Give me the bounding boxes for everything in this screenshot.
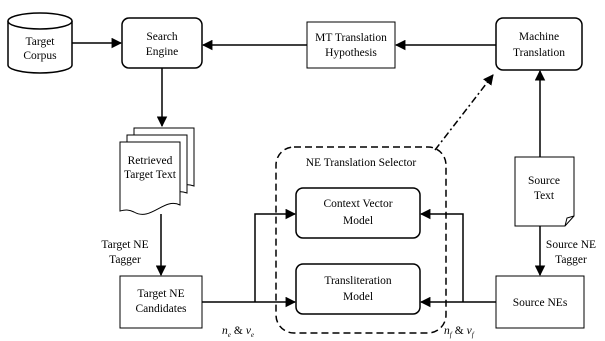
target-n-var: n bbox=[222, 325, 228, 337]
source-nes-box bbox=[495, 275, 585, 329]
source-v-sub: f bbox=[472, 331, 475, 339]
source-n-var: n bbox=[444, 325, 450, 337]
target-tagger-label: Target NE Tagger bbox=[101, 239, 148, 266]
source-v-var: v bbox=[467, 325, 473, 337]
target-corpus-node: Target Corpus bbox=[7, 12, 73, 74]
source-nes-node: Source NEs bbox=[495, 275, 585, 329]
context-vector-box bbox=[295, 187, 421, 239]
target-tagger-line2: Tagger bbox=[109, 254, 141, 266]
edges bbox=[72, 37, 546, 308]
edge-nes-to-context bbox=[419, 208, 464, 302]
edge-candidates-to-context bbox=[254, 208, 297, 302]
retrieved-text-node: Retrieved Target Text bbox=[119, 127, 195, 215]
mt-hypothesis-line1: MT Translation bbox=[315, 32, 387, 44]
source-text-page bbox=[514, 156, 575, 227]
target-candidates-node: Target NE Candidates bbox=[119, 275, 203, 329]
machine-translation-box bbox=[495, 17, 583, 71]
transliteration-node: Transliteration Model bbox=[295, 263, 421, 315]
machine-translation-line2: Translation bbox=[513, 47, 565, 59]
source-amp: & bbox=[455, 325, 464, 337]
context-vector-line2: Model bbox=[343, 215, 373, 227]
target-v-sub: e bbox=[251, 331, 254, 339]
source-tagger-line1: Source NE bbox=[546, 239, 596, 251]
context-vector-node: Context Vector Model bbox=[295, 187, 421, 239]
target-v-var: v bbox=[246, 325, 252, 337]
context-vector-line1: Context Vector bbox=[323, 198, 392, 210]
retrieved-text-page-front bbox=[119, 141, 181, 215]
target-corpus-line2: Corpus bbox=[23, 50, 57, 62]
target-n-sub: e bbox=[228, 331, 231, 339]
retrieved-text-line2: Target Text bbox=[124, 169, 177, 181]
mt-hypothesis-line2: Hypothesis bbox=[325, 47, 377, 59]
machine-translation-node: Machine Translation bbox=[495, 17, 583, 71]
source-text-fold bbox=[564, 215, 575, 227]
target-corpus-cylinder-body bbox=[7, 21, 73, 74]
transliteration-box bbox=[295, 263, 421, 315]
search-engine-node: Search Engine bbox=[121, 17, 203, 69]
target-corpus-line1: Target bbox=[26, 36, 56, 48]
ne-translation-selector: NE Translation Selector bbox=[275, 146, 447, 334]
transliteration-line2: Model bbox=[343, 291, 373, 303]
target-amp: & bbox=[234, 325, 243, 337]
source-nes-label: Source NEs bbox=[513, 297, 568, 309]
target-ne-vector-label: ne&ve bbox=[222, 325, 254, 339]
transliteration-line1: Transliteration bbox=[324, 275, 392, 287]
source-text-line2: Text bbox=[534, 190, 555, 202]
selector-dashed-border bbox=[275, 146, 447, 334]
source-n-sub: f bbox=[450, 331, 453, 339]
source-tagger-label: Source NE Tagger bbox=[546, 239, 596, 266]
search-engine-line1: Search bbox=[146, 31, 178, 43]
mt-hypothesis-box bbox=[306, 21, 396, 69]
search-engine-line2: Engine bbox=[146, 46, 179, 58]
target-candidates-box bbox=[119, 275, 203, 329]
target-candidates-line1: Target NE bbox=[137, 288, 184, 300]
search-engine-box bbox=[121, 17, 203, 69]
source-ne-vector-label: nf&vf bbox=[444, 325, 475, 339]
mt-hypothesis-node: MT Translation Hypothesis bbox=[306, 21, 396, 69]
target-corpus-cylinder-top bbox=[7, 12, 73, 30]
retrieved-text-line1: Retrieved bbox=[128, 155, 173, 167]
source-tagger-line2: Tagger bbox=[555, 254, 587, 266]
source-text-line1: Source bbox=[528, 175, 560, 187]
edge-selector-to-mt bbox=[434, 74, 494, 151]
target-candidates-line2: Candidates bbox=[135, 303, 187, 315]
machine-translation-line1: Machine bbox=[519, 31, 559, 43]
target-tagger-line1: Target NE bbox=[101, 239, 148, 251]
selector-title: NE Translation Selector bbox=[306, 157, 417, 169]
source-text-node: Source Text bbox=[514, 156, 575, 227]
